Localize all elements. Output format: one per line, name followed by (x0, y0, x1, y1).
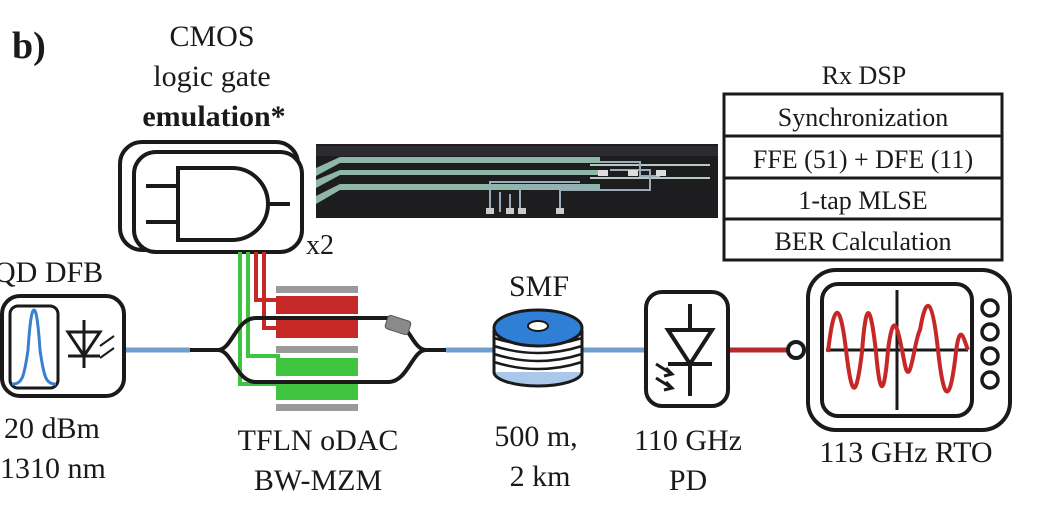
dsp-row-sync: Synchronization (778, 103, 948, 132)
fiber-spool-icon (492, 308, 584, 388)
panel-label: b) (12, 25, 46, 67)
laser-name: QD DFB (0, 256, 103, 289)
fiber-name: SMF (509, 270, 569, 303)
laser-icon (0, 294, 126, 398)
cmos-label-3: emulation* (142, 100, 285, 133)
chip-micrograph (316, 144, 718, 218)
scope-label: 113 GHz RTO (819, 436, 992, 469)
rx-dsp-table (722, 92, 1004, 262)
fiber-length-2: 2 km (510, 460, 571, 493)
logic-gate-icon (118, 140, 304, 254)
laser-wavelength: 1310 nm (0, 452, 106, 485)
dsp-row-mlse: 1-tap MLSE (798, 186, 927, 215)
laser-power: 20 dBm (4, 412, 100, 445)
multiplier-label: x2 (306, 230, 334, 261)
mzm-icon (190, 286, 446, 411)
photodiode-icon (644, 290, 730, 408)
modulator-label-2: BW-MZM (254, 464, 382, 497)
fiber-length-1: 500 m, (494, 420, 577, 453)
dsp-row-equalizer: FFE (51) + DFE (11) (753, 145, 973, 174)
pd-label-1: 110 GHz (634, 424, 742, 457)
modulator-label-1: TFLN oDAC (238, 424, 399, 457)
cmos-label-1: CMOS (169, 20, 254, 53)
rf-connector-icon (786, 340, 806, 360)
cmos-label-2: logic gate (153, 60, 270, 93)
rx-dsp-title: Rx DSP (822, 61, 907, 90)
oscilloscope-icon (806, 268, 1012, 432)
dsp-row-ber: BER Calculation (775, 227, 952, 256)
pd-label-2: PD (669, 464, 707, 497)
